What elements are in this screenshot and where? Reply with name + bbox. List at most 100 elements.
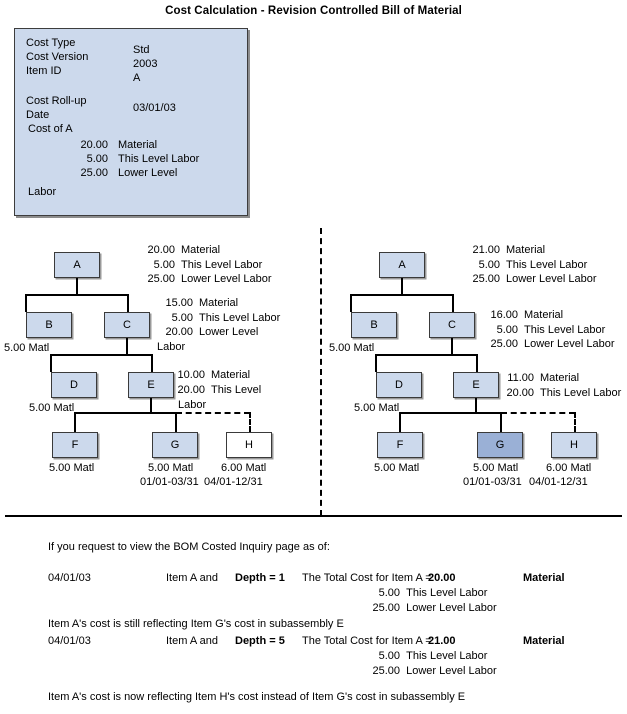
info-value-rollup-date: 03/01/03 [133, 102, 176, 114]
right-bus-c [375, 354, 477, 356]
case1-depth: Depth = 1 [235, 572, 285, 584]
left-edge-e-down [150, 398, 152, 414]
info-cost-label-this-level: This Level Labor [118, 153, 200, 165]
case2-total-value: 21.00 [428, 635, 456, 647]
left-node-c[interactable]: C [104, 312, 150, 338]
right-caption-f: 5.00 Matl [374, 462, 420, 474]
left-ann-c-wrap: Labor [157, 341, 186, 353]
right-edge-c-down [451, 338, 453, 356]
info-cost-label-lower-level-wrap: Labor [28, 186, 57, 198]
left-node-f[interactable]: F [52, 432, 98, 458]
right-edge-to-f [399, 412, 401, 432]
case1-note: Item A's cost is still reflecting Item G… [48, 618, 344, 630]
explanation-intro: If you request to view the BOM Costed In… [48, 541, 330, 553]
cost-summary-box [14, 28, 248, 216]
info-value-cost-type: Std [133, 44, 150, 56]
right-bus-e [399, 412, 501, 414]
right-caption-g: 5.00 Matl [473, 462, 519, 474]
left-node-b[interactable]: B [26, 312, 72, 338]
case2-depth: Depth = 5 [235, 635, 285, 647]
right-edge-e-down [475, 398, 477, 414]
right-node-e[interactable]: E [453, 372, 499, 398]
page-title: Cost Calculation - Revision Controlled B… [165, 5, 462, 17]
right-node-a[interactable]: A [379, 252, 425, 278]
left-edge-to-c [127, 294, 129, 312]
case1-line-0: 5.00 This Level Labor [378, 587, 488, 599]
right-node-h[interactable]: H [551, 432, 597, 458]
left-ann-e-wrap: Labor [178, 399, 207, 411]
left-node-a[interactable]: A [54, 252, 100, 278]
section-divider [5, 515, 622, 517]
case2-line-1: 25.00 Lower Level Labor [372, 665, 497, 677]
left-caption-f: 5.00 Matl [49, 462, 95, 474]
info-label-cost-of-a: Cost of A [28, 123, 73, 135]
info-cost-amount-this-level: 5.00 [86, 153, 108, 165]
left-edge-to-b [25, 294, 27, 312]
info-cost-label-material: Material [118, 139, 158, 151]
left-bus-a [25, 294, 128, 296]
left-caption-h: 6.00 Matl [221, 462, 267, 474]
info-value-cost-version: 2003 [133, 58, 158, 70]
right-node-c[interactable]: C [429, 312, 475, 338]
info-label-cost-type: Cost Type [26, 37, 76, 49]
case1-total-prefix: The Total Cost for Item A = [302, 572, 432, 584]
right-edge-to-d [375, 354, 377, 372]
case1-total-value: 20.00 [428, 572, 456, 584]
info-cost-amount-lower-level: 25.00 [80, 167, 108, 179]
right-node-g[interactable]: G [477, 432, 523, 458]
left-caption-d: 5.00 Matl [29, 402, 75, 414]
left-bus-c [50, 354, 152, 356]
left-edge-to-g [175, 412, 177, 432]
left-node-d[interactable]: D [51, 372, 97, 398]
left-edge-a-down [76, 278, 78, 296]
info-label-cost-version: Cost Version [26, 51, 89, 63]
case2-date: 04/01/03 [48, 635, 91, 647]
right-dashed-edge-to-h [501, 412, 575, 414]
right-node-f[interactable]: F [377, 432, 423, 458]
case2-total-prefix: The Total Cost for Item A = [302, 635, 432, 647]
case1-total-label: Material [523, 572, 565, 584]
right-edge-to-c [452, 294, 454, 312]
case2-line-0: 5.00 This Level Labor [378, 650, 488, 662]
right-node-d[interactable]: D [376, 372, 422, 398]
case2-note: Item A's cost is now reflecting Item H's… [48, 691, 466, 703]
left-node-h[interactable]: H [226, 432, 272, 458]
right-caption-b: 5.00 Matl [329, 342, 375, 354]
left-edge-to-e [151, 354, 153, 372]
left-edge-to-f [74, 412, 76, 432]
left-node-e[interactable]: E [128, 372, 174, 398]
right-caption-h-dates: 04/01-12/31 [529, 476, 588, 488]
case2-item: Item A and [166, 635, 218, 647]
right-dashed-edge-h-down [574, 412, 576, 432]
info-cost-amount-material: 20.00 [80, 139, 108, 151]
right-node-b[interactable]: B [351, 312, 397, 338]
left-bus-e [74, 412, 176, 414]
case1-date: 04/01/03 [48, 572, 91, 584]
right-caption-h: 6.00 Matl [546, 462, 592, 474]
case1-item: Item A and [166, 572, 218, 584]
left-caption-g-dates: 01/01-03/31 [140, 476, 199, 488]
info-cost-label-lower-level: Lower Level [118, 167, 178, 179]
left-node-g[interactable]: G [152, 432, 198, 458]
right-edge-to-e [476, 354, 478, 372]
right-edge-to-g [500, 412, 502, 432]
case2-total-label: Material [523, 635, 565, 647]
left-dashed-edge-h-down [249, 412, 251, 432]
right-caption-g-dates: 01/01-03/31 [463, 476, 522, 488]
